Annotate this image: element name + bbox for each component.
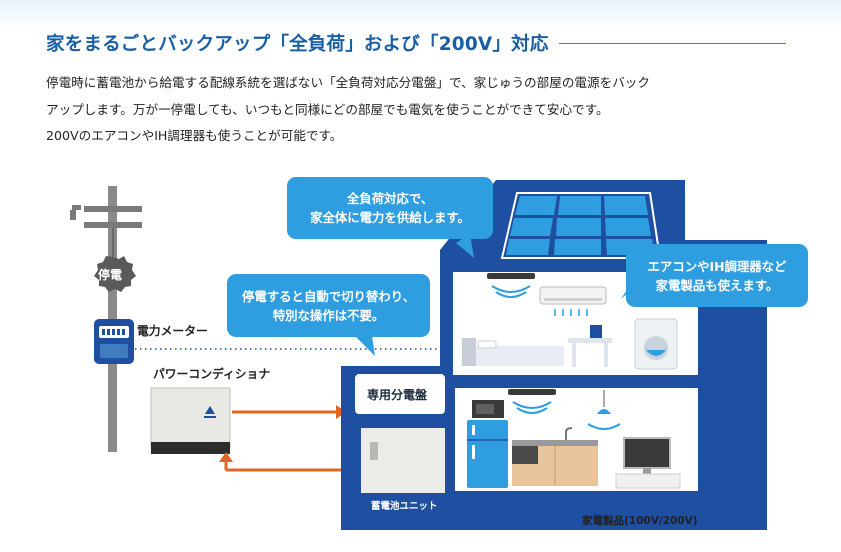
desk-icon	[568, 325, 612, 367]
microwave-icon	[472, 400, 504, 418]
callout-appliances: エアコンやIH調理器など 家電製品も使えます。	[626, 244, 808, 307]
washing-machine-icon	[634, 318, 678, 370]
meter-label: 電力メーター	[137, 324, 208, 338]
power-flow-arrows	[219, 392, 463, 472]
callout-appliances-line-1: エアコンやIH調理器など	[647, 258, 787, 274]
callout-auto-switch-line-1: 停電すると自動で切り替わり、	[242, 288, 415, 304]
ceiling-light-icon	[487, 273, 535, 298]
top-background-wash	[0, 0, 841, 30]
callout-whole-house-line-1: 全負荷対応で、	[346, 191, 434, 206]
intro-paragraph: 停電時に蓄電池から給電する配線系統を選ばない「全負荷対応分電盤」で、家じゅうの部…	[46, 70, 806, 150]
battery-unit-label: 蓄電池ユニット	[371, 501, 438, 512]
callout-auto-switch: 停電すると自動で切り替わり、 特別な操作は不要。	[227, 274, 430, 337]
air-conditioner-icon	[539, 286, 607, 316]
callout-whole-house: 全負荷対応で、 家全体に電力を供給します。	[287, 177, 493, 239]
callout-tail-whole-house	[456, 234, 474, 258]
power-conditioner-icon	[150, 387, 231, 454]
bed-icon	[462, 338, 564, 366]
appliances-footer-label: 家電製品(100V/200V)	[582, 515, 698, 527]
kitchen-counter-icon	[512, 427, 598, 486]
page-title: 家をまるごとバックアップ「全負荷」および「200V」対応	[46, 34, 549, 55]
callout-appliances-line-2: 家電製品も使えます。	[655, 277, 779, 293]
kitchen-hood-icon	[508, 389, 556, 414]
tv-icon	[615, 437, 681, 489]
callout-whole-house-line-2: 家全体に電力を供給します。	[310, 210, 470, 225]
callout-tail-auto-switch	[355, 336, 375, 356]
callout-auto-switch-line-2: 特別な操作は不要。	[272, 307, 385, 323]
section-heading: 家をまるごとバックアップ「全負荷」および「200V」対応	[46, 30, 786, 56]
pendant-lamp-icon	[587, 390, 621, 430]
outage-label: 停電	[98, 268, 123, 282]
power-conditioner-label: パワーコンディショナ	[153, 367, 271, 381]
intro-line-3: 200VのエアコンやIH調理器も使うことが可能です。	[46, 128, 343, 143]
refrigerator-icon	[467, 420, 508, 488]
power-meter-icon	[94, 319, 134, 364]
outage-badge-icon	[94, 256, 136, 292]
intro-line-1: 停電時に蓄電池から給電する配線系統を選ばない「全負荷対応分電盤」で、家じゅうの部…	[46, 75, 650, 90]
heading-rule	[558, 42, 786, 44]
distribution-board-label: 専用分電盤	[367, 388, 428, 402]
intro-line-2: アップします。万が一停電しても、いつもと同様にどの部屋でも電気を使うことができて…	[46, 101, 609, 117]
